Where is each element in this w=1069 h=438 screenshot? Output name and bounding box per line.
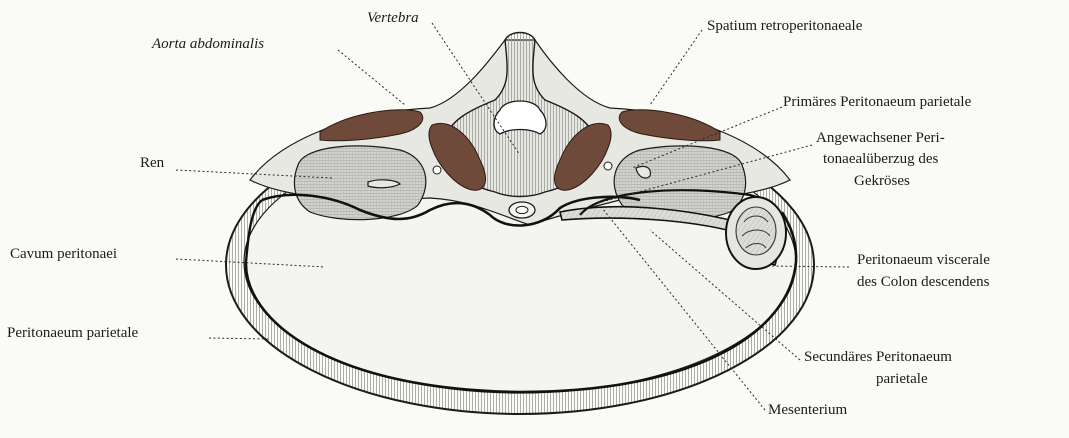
label-aorta: Aorta abdominalis: [151, 36, 264, 52]
leader-parietale: [209, 338, 270, 339]
label-angewachsener-1: Angewachsener Peri-: [816, 130, 945, 146]
aorta-lumen: [516, 206, 528, 213]
label-secund-1: Secundäres Peritonaeum: [804, 349, 952, 365]
label-secund-2: parietale: [876, 371, 928, 387]
label-angewachsener-3: Gekröses: [854, 173, 910, 189]
label-angewachsener-2: tonaealüberzug des: [823, 151, 939, 167]
label-spatium: Spatium retroperitonaeale: [707, 18, 863, 34]
label-mesenterium: Mesenterium: [768, 402, 847, 418]
label-primaeres: Primäres Peritonaeum parietale: [783, 94, 972, 110]
label-visc-1: Peritonaeum viscerale: [857, 252, 990, 268]
leader-aorta: [338, 50, 405, 105]
label-cavum: Cavum peritonaei: [10, 246, 117, 262]
label-parietale: Peritonaeum parietale: [7, 325, 139, 341]
label-ren: Ren: [140, 155, 165, 171]
label-visc-2: des Colon descendens: [857, 274, 990, 290]
small-vessel-left: [433, 166, 441, 174]
colon-lumen: [736, 207, 776, 255]
kidney-left: [294, 146, 425, 220]
label-vertebra: Vertebra: [367, 10, 419, 26]
leader-spatium: [650, 30, 702, 105]
small-vessel-right: [604, 162, 612, 170]
